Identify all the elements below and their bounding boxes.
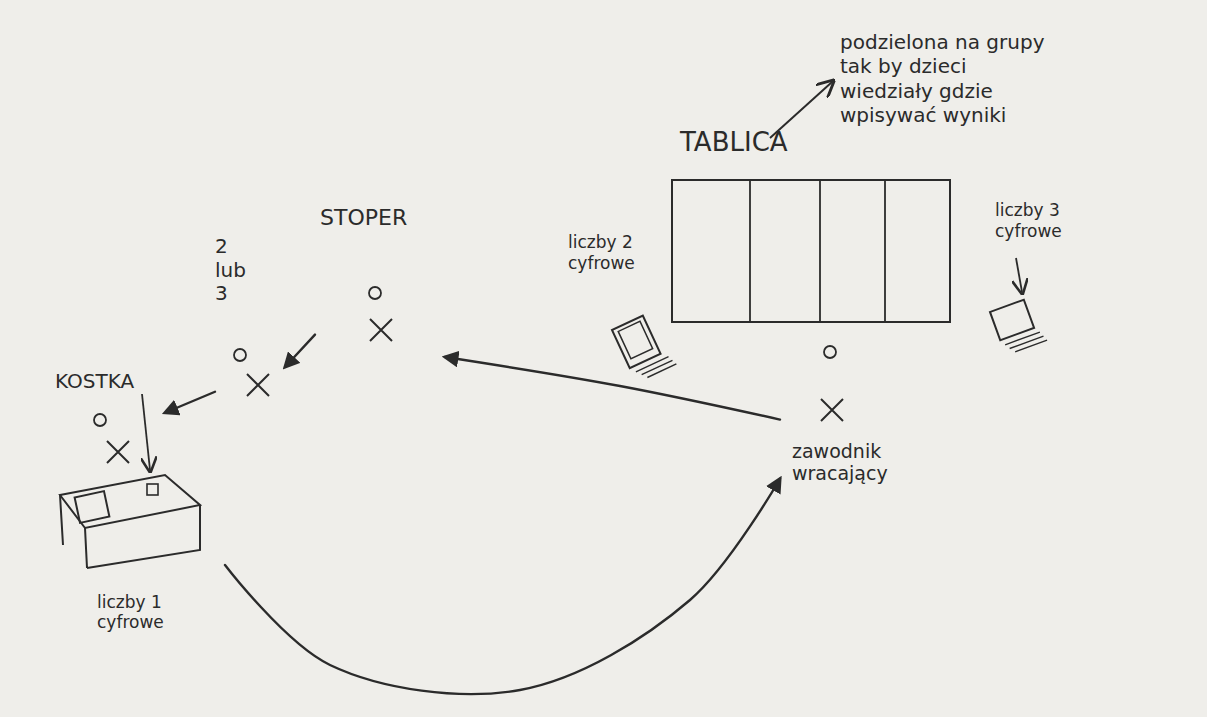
player-cross	[821, 399, 843, 421]
card-pile	[990, 297, 1047, 355]
node-label: TABLICA	[680, 127, 880, 158]
dice	[147, 484, 158, 495]
node-label: KOSTKA	[55, 370, 165, 394]
player-head	[369, 287, 381, 299]
player-head	[824, 346, 836, 358]
board-note: podzielona na grupy tak by dzieci wiedzi…	[840, 30, 1055, 128]
node-label: zawodnik wracający	[792, 440, 912, 485]
leader-arrow	[142, 394, 150, 470]
player-cross	[107, 441, 129, 463]
dice-table: liczby 1 cyfrowe	[55, 470, 225, 660]
card-pile	[75, 491, 110, 523]
board-divider	[749, 180, 751, 322]
player-position: 2 lub 3	[215, 235, 285, 400]
flow-arrow	[445, 357, 780, 420]
player-cross	[247, 374, 269, 396]
card-pile-label: liczby 3 cyfrowe	[995, 200, 1085, 241]
player-cross	[370, 319, 392, 341]
player-position: KOSTKA	[55, 370, 165, 465]
player-position: zawodnik wracający	[780, 340, 955, 525]
player-head	[234, 349, 246, 361]
board-divider	[819, 180, 821, 322]
player-position: STOPER	[315, 205, 445, 365]
table-legs	[60, 495, 200, 568]
player-head	[94, 414, 106, 426]
card-pile	[612, 311, 676, 382]
board-divider	[884, 180, 886, 322]
flow-arrow	[165, 392, 215, 413]
player-symbol	[780, 340, 955, 525]
node-label: liczby 1 cyfrowe	[97, 592, 179, 632]
node-label: STOPER	[320, 205, 445, 231]
board-frame	[672, 180, 950, 322]
leader-arrow	[1016, 258, 1022, 292]
table-top	[60, 475, 200, 528]
card-pile-label: liczby 2 cyfrowe	[568, 232, 653, 273]
node-label: 2 lub 3	[215, 235, 253, 306]
flow-arrow	[285, 335, 315, 367]
flow-arrow	[225, 479, 780, 694]
score-board: TABLICA	[670, 125, 960, 325]
